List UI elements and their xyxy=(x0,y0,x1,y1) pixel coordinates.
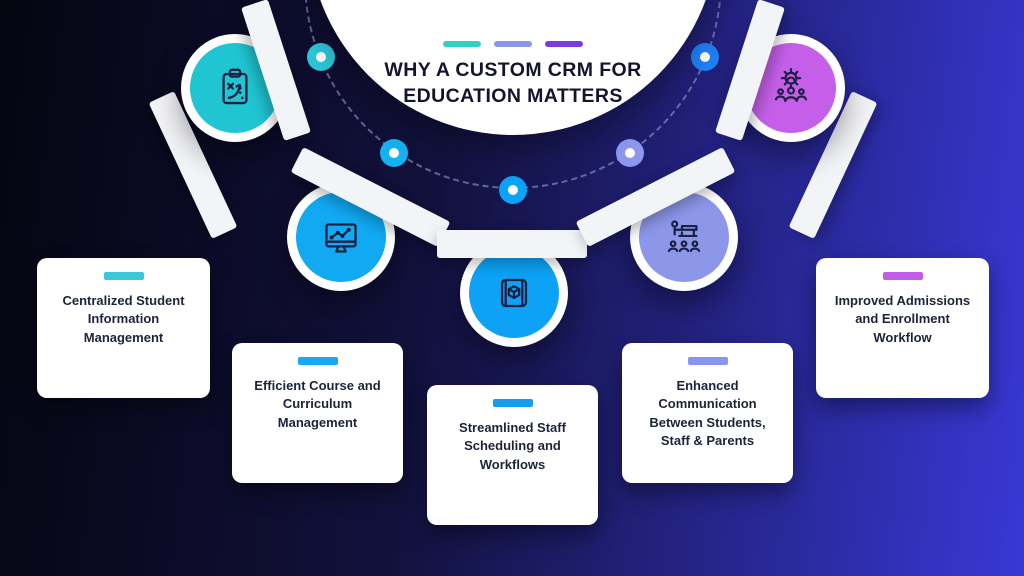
node-fill xyxy=(469,248,559,338)
arc-dot-4 xyxy=(616,139,644,167)
card-course-curriculum: Efficient Course and Curriculum Manageme… xyxy=(232,343,403,483)
legend-dash-teal xyxy=(443,41,481,48)
card-label: Centralized Student Information Manageme… xyxy=(62,293,185,345)
card-label: Enhanced Communication Between Students,… xyxy=(649,378,766,449)
card-admissions: Improved Admissions and Enrollment Workf… xyxy=(816,258,989,398)
node-staff-scheduling xyxy=(460,239,568,347)
card-centralized-student-info: Centralized Student Information Manageme… xyxy=(37,258,210,398)
arc-dot-5 xyxy=(691,43,719,71)
node-fill xyxy=(296,192,386,282)
arc-dot-2 xyxy=(380,139,408,167)
card-accent-dash xyxy=(882,272,923,280)
strategy-clipboard-icon xyxy=(222,68,248,105)
legend-dash-purple xyxy=(545,41,583,48)
classroom-icon xyxy=(667,220,701,253)
arc-dot-core xyxy=(389,148,399,158)
card-accent-dash xyxy=(103,272,144,280)
legend-dashes xyxy=(443,41,583,48)
card-accent-dash xyxy=(297,357,338,365)
card-label: Efficient Course and Curriculum Manageme… xyxy=(254,378,381,430)
arc-dot-core xyxy=(508,185,518,195)
monitor-chart-icon xyxy=(325,223,357,253)
card-label: Improved Admissions and Enrollment Workf… xyxy=(834,293,971,345)
legend-dash-periwinkle xyxy=(494,41,532,48)
arc-dot-1 xyxy=(307,43,335,71)
card-label: Streamlined Staff Scheduling and Workflo… xyxy=(459,420,566,472)
card-communication: Enhanced Communication Between Students,… xyxy=(622,343,793,483)
card-staff-scheduling: Streamlined Staff Scheduling and Workflo… xyxy=(427,385,598,525)
team-gear-icon xyxy=(774,67,808,103)
arc-dot-core xyxy=(700,52,710,62)
node-course-curriculum xyxy=(287,183,395,291)
card-accent-dash xyxy=(687,357,728,365)
page-title: WHY A CUSTOM CRM FOR EDUCATION MATTERS xyxy=(384,59,642,107)
arc-dot-3 xyxy=(499,176,527,204)
card-accent-dash xyxy=(492,399,533,407)
blueprint-icon xyxy=(500,278,528,308)
tick-bar-3 xyxy=(437,230,587,258)
arc-dot-core xyxy=(316,52,326,62)
arc-dot-core xyxy=(625,148,635,158)
